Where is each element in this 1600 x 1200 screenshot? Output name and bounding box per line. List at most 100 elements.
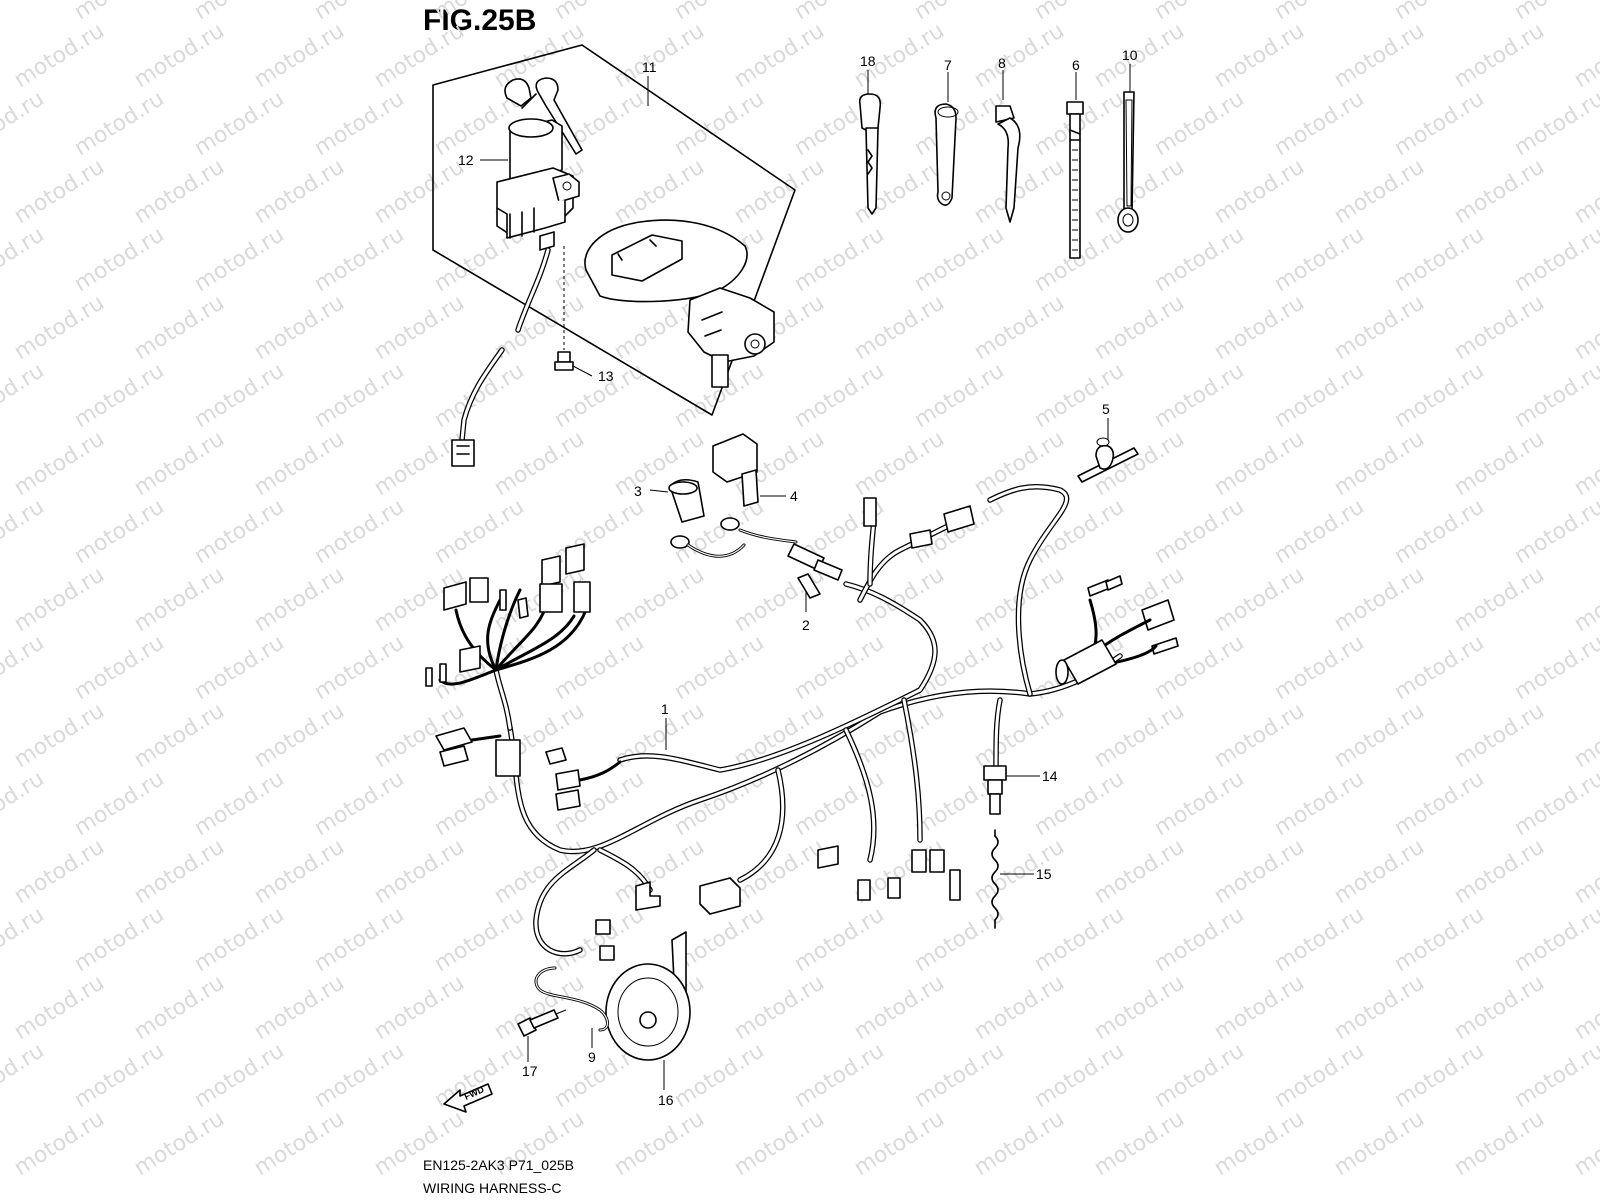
watermark-text: motod.ru (1150, 222, 1249, 297)
watermark-text: motod.ru (190, 1038, 289, 1113)
watermark-text: motod.ru (1570, 1106, 1600, 1181)
seat-lock (687, 287, 775, 388)
figure-title: FIG.25B (423, 4, 537, 37)
watermark-text: motod.ru (790, 222, 889, 297)
watermark-text: motod.ru (1090, 698, 1189, 773)
watermark-text: motod.ru (1330, 698, 1429, 773)
watermark-text: motod.ru (850, 426, 949, 501)
watermark-text: motod.ru (1330, 562, 1429, 637)
callout-13: 13 (598, 368, 614, 384)
watermark-text: motod.ru (970, 834, 1069, 909)
callout-leaders (480, 64, 1131, 1090)
watermark-text: motod.ru (1210, 154, 1309, 229)
watermark-text: motod.ru (850, 290, 949, 365)
watermark-text: motod.ru (1270, 86, 1369, 161)
watermark-text: motod.ru (850, 970, 949, 1045)
watermark-text: motod.ru (70, 0, 169, 25)
callout-8: 8 (998, 55, 1006, 71)
watermark-text: motod.ru (0, 86, 49, 161)
watermark-text: motod.ru (1390, 1038, 1489, 1113)
watermark-text: motod.ru (1150, 766, 1249, 841)
watermark-text: motod.ru (310, 494, 409, 569)
lead-9 (534, 966, 609, 1032)
watermark-text: motod.ru (1270, 766, 1369, 841)
watermark-text: motod.ru (610, 1106, 709, 1181)
spring-15 (991, 829, 999, 929)
watermark-text: motod.ru (1210, 18, 1309, 93)
ignition-keys (504, 77, 583, 155)
watermark-text: motod.ru (1510, 0, 1600, 25)
watermark-text: motod.ru (0, 902, 49, 977)
watermark-text: motod.ru (0, 222, 49, 297)
watermark-text: motod.ru (250, 562, 349, 637)
callout-18: 18 (860, 53, 876, 69)
watermark-text: motod.ru (850, 562, 949, 637)
watermark-text: motod.ru (70, 1038, 169, 1113)
watermark-text: motod.ru (1390, 630, 1489, 705)
watermark-text: motod.ru (1570, 426, 1600, 501)
ignition-cover (584, 219, 748, 303)
watermark-text: motod.ru (1570, 154, 1600, 229)
watermark-text: motod.ru (10, 970, 109, 1045)
watermark-text: motod.ru (1030, 0, 1129, 25)
watermark-text: motod.ru (430, 1038, 529, 1113)
watermark-text: motod.ru (910, 902, 1009, 977)
watermark-text: motod.ru (430, 902, 529, 977)
watermark-text: motod.ru (790, 902, 889, 977)
watermark-text: motod.ru (250, 290, 349, 365)
watermark-text: motod.ru (370, 18, 469, 93)
watermark-text: motod.ru (1150, 494, 1249, 569)
watermark-text: motod.ru (1270, 494, 1369, 569)
watermark-text: motod.ru (550, 494, 649, 569)
watermark-text: motod.ru (370, 154, 469, 229)
watermark-text: motod.ru (10, 834, 109, 909)
watermark-text: motod.ru (1330, 154, 1429, 229)
watermark-text: motod.ru (670, 0, 769, 25)
callout-3: 3 (634, 483, 642, 499)
watermark-text: motod.ru (70, 766, 169, 841)
watermark-text: motod.ru (190, 766, 289, 841)
watermark-text: motod.ru (1090, 834, 1189, 909)
ignition-cable (451, 247, 551, 467)
watermark-text: motod.ru (1450, 18, 1549, 93)
watermark-text: motod.ru (610, 18, 709, 93)
battery-terminals (670, 517, 798, 558)
watermark-text: motod.ru (1390, 766, 1489, 841)
fuse-holder (787, 543, 843, 599)
watermark-text: motod.ru (70, 222, 169, 297)
callout-12: 12 (458, 152, 474, 168)
watermark-text: motod.ru (430, 358, 529, 433)
watermark-text: motod.ru (310, 1038, 409, 1113)
watermark-text: motod.ru (1450, 1106, 1549, 1181)
watermark-text: motod.ru (310, 0, 409, 25)
watermark-text: motod.ru (1570, 834, 1600, 909)
watermark-text: motod.ru (730, 154, 829, 229)
watermark-text: motod.ru (250, 698, 349, 773)
watermark-text: motod.ru (190, 494, 289, 569)
watermark-text: motod.ru (1570, 290, 1600, 365)
watermark-text: motod.ru (730, 18, 829, 93)
watermark-text: motod.ru (1450, 698, 1549, 773)
watermark-text: motod.ru (310, 766, 409, 841)
watermark-text: motod.ru (310, 222, 409, 297)
band-10 (1117, 91, 1139, 233)
callout-numbers: 11 12 13 18 7 8 6 10 5 3 4 2 1 14 15 9 1… (458, 47, 1138, 1108)
watermark-text: motod.ru (610, 562, 709, 637)
figure-name: WIRING HARNESS-C (423, 1180, 562, 1196)
watermark-text: motod.ru (1150, 1038, 1249, 1113)
watermark-text: motod.ru (130, 154, 229, 229)
watermark-text: motod.ru (10, 426, 109, 501)
watermark-text: motod.ru (970, 970, 1069, 1045)
watermark-text: motod.ru (910, 1038, 1009, 1113)
watermark-text: motod.ru (130, 426, 229, 501)
watermark-text: motod.ru (130, 834, 229, 909)
watermark-text: motod.ru (430, 0, 529, 25)
watermark-text: motod.ru (10, 290, 109, 365)
watermark-text: motod.ru (1510, 902, 1600, 977)
watermark-text: motod.ru (970, 154, 1069, 229)
watermark-text: motod.ru (1090, 154, 1189, 229)
watermark-text: motod.ru (190, 0, 289, 25)
watermark-text: motod.ru (790, 1038, 889, 1113)
watermark-text: motod.ru (670, 1038, 769, 1113)
